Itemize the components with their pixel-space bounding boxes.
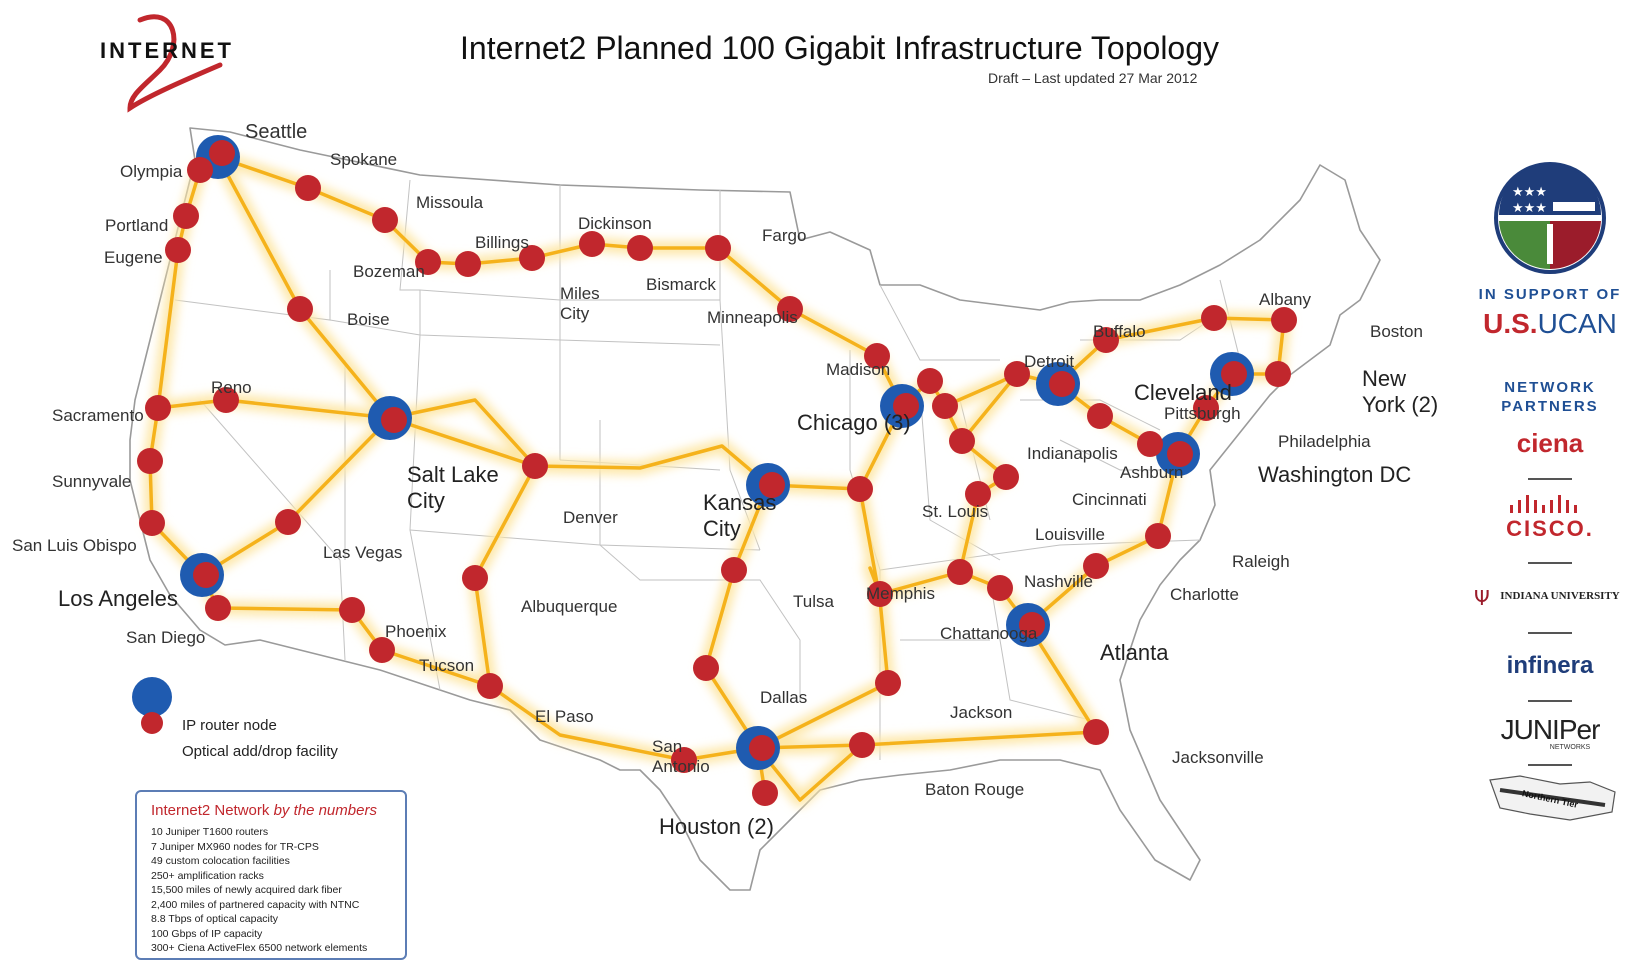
- city-label: Louisville: [1035, 525, 1105, 544]
- city-label: Portland: [105, 216, 169, 235]
- city-label: Las Vegas: [323, 543, 403, 562]
- city-label: Sacramento: [52, 406, 144, 425]
- city-label: Ashburn: [1120, 463, 1184, 482]
- svg-text:★★★: ★★★: [1512, 185, 1547, 200]
- city-label: Missoula: [416, 193, 484, 212]
- city-label: Olympia: [120, 162, 183, 181]
- city-label: San Antonio: [652, 737, 710, 777]
- legend-router-icon: [132, 677, 172, 717]
- northern-tier-logo: [1489, 775, 1616, 821]
- numbers-item: 250+ amplification racks: [151, 869, 264, 882]
- city-label: Philadelphia: [1278, 432, 1371, 451]
- city-label: El Paso: [535, 707, 594, 726]
- city-label: Buffalo: [1093, 322, 1146, 341]
- city-label: Denver: [563, 508, 618, 527]
- city-label: San Diego: [126, 628, 206, 647]
- network-numbers-box: Internet2 Network by the numbers 10 Juni…: [135, 790, 407, 960]
- cisco-bars-icon: [1510, 495, 1577, 513]
- city-label: Indianapolis: [1027, 444, 1118, 463]
- recovery-gov-seal-icon: ★★★ ★★★: [1494, 162, 1606, 274]
- numbers-item: 100 Gbps of IP capacity: [151, 927, 263, 940]
- city-label: Memphis: [866, 584, 935, 603]
- city-label: Nashville: [1024, 572, 1093, 591]
- city-label: Jacksonville: [1172, 748, 1264, 767]
- city-label: Pittsburgh: [1164, 404, 1241, 423]
- city-label: Albuquerque: [521, 597, 618, 616]
- numbers-item: 2,400 miles of partnered capacity with N…: [151, 898, 360, 911]
- city-label: Billings: [475, 233, 529, 252]
- numbers-item: 300+ Ciena ActiveFlex 6500 network eleme…: [151, 942, 368, 954]
- internet2-logo-swoosh: [127, 14, 223, 113]
- city-label: Madison: [826, 360, 891, 379]
- infinera-logo: infinera: [1506, 652, 1594, 679]
- city-label: Seattle: [245, 121, 308, 143]
- city-label: Tulsa: [793, 592, 834, 611]
- city-label: Raleigh: [1232, 552, 1290, 571]
- city-label: Miles City: [560, 284, 600, 324]
- city-label: Los Angeles: [58, 586, 178, 611]
- ucan-rest: UCAN: [1537, 308, 1617, 339]
- indiana-university-logo: INDIANA UNIVERSITY: [1500, 590, 1620, 602]
- city-label: St. Louis: [922, 502, 989, 521]
- legend-optical-icon: [141, 712, 163, 734]
- numbers-title-main: Internet2 Network: [151, 802, 274, 819]
- page-subtitle: Draft – Last updated 27 Mar 2012: [988, 70, 1198, 86]
- indiana-trident-icon: Ψ: [1474, 586, 1490, 610]
- cisco-logo: CISCO.: [1506, 516, 1594, 541]
- city-label: Dallas: [760, 688, 808, 707]
- city-label: Boston: [1370, 322, 1423, 341]
- city-label: Chicago (3): [797, 410, 911, 435]
- numbers-title-italic: by the numbers: [273, 802, 377, 819]
- numbers-title: Internet2 Network by the numbers: [151, 802, 391, 819]
- city-label: Eugene: [104, 248, 163, 267]
- city-label: San Luis Obispo: [12, 536, 137, 555]
- city-label: Fargo: [762, 226, 807, 245]
- city-label: Charlotte: [1170, 585, 1239, 604]
- city-label: Cincinnati: [1072, 490, 1147, 509]
- city-label: Sunnyvale: [52, 472, 132, 491]
- us-ucan-logo: U.S.UCAN: [1460, 308, 1640, 340]
- city-label: Salt Lake City: [407, 462, 499, 514]
- city-label: Jackson: [950, 703, 1013, 722]
- city-label: Albany: [1259, 290, 1311, 309]
- numbers-item: 49 custom colocation facilities: [151, 855, 290, 867]
- optical-nodes: [137, 140, 1297, 806]
- city-label: Chattanooga: [940, 624, 1038, 643]
- juniper-networks-sub: NETWORKS: [1549, 744, 1591, 751]
- city-label: Bismarck: [646, 275, 716, 294]
- city-label: Tucson: [419, 656, 475, 675]
- legend-optical-label: Optical add/drop facility: [182, 743, 338, 760]
- city-label: New York (2): [1362, 366, 1439, 418]
- city-label: Dickinson: [578, 214, 652, 233]
- city-label: Minneapolis: [707, 308, 798, 327]
- numbers-item: 8.8 Tbps of optical capacity: [151, 913, 279, 925]
- support-label: IN SUPPORT OF: [1478, 286, 1622, 303]
- city-label: Spokane: [330, 150, 398, 169]
- internet2-logo: INTERNET: [100, 38, 234, 63]
- ucan-us: U.S.: [1483, 308, 1538, 339]
- city-label: Bozeman: [353, 262, 425, 281]
- city-label: Detroit: [1024, 352, 1075, 371]
- state-borders: [174, 179, 1241, 760]
- svg-text:★★★: ★★★: [1512, 201, 1547, 216]
- legend-router-label: IP router node: [182, 717, 277, 734]
- page-title: Internet2 Planned 100 Gigabit Infrastruc…: [460, 30, 1220, 66]
- numbers-list: 10 Juniper T1600 routers 7 Juniper MX960…: [151, 825, 391, 956]
- numbers-item: 7 Juniper MX960 nodes for TR-CPS: [151, 840, 319, 853]
- city-label: Kansas City: [703, 490, 777, 542]
- city-label: Atlanta: [1100, 640, 1169, 665]
- city-label: Reno: [211, 378, 252, 397]
- city-label: Cleveland: [1134, 380, 1232, 405]
- city-label: Houston (2): [659, 814, 774, 839]
- city-label: Baton Rouge: [925, 780, 1025, 799]
- ciena-logo: ciena: [1516, 428, 1584, 458]
- partners-label: NETWORK PARTNERS: [1501, 379, 1599, 415]
- city-label: Washington DC: [1258, 462, 1412, 487]
- city-label: Boise: [347, 310, 390, 329]
- juniper-logo: JUNIPer: [1500, 714, 1601, 745]
- numbers-item: 15,500 miles of newly acquired dark fibe…: [151, 884, 342, 896]
- city-label: Phoenix: [385, 622, 447, 641]
- numbers-item: 10 Juniper T1600 routers: [151, 826, 269, 838]
